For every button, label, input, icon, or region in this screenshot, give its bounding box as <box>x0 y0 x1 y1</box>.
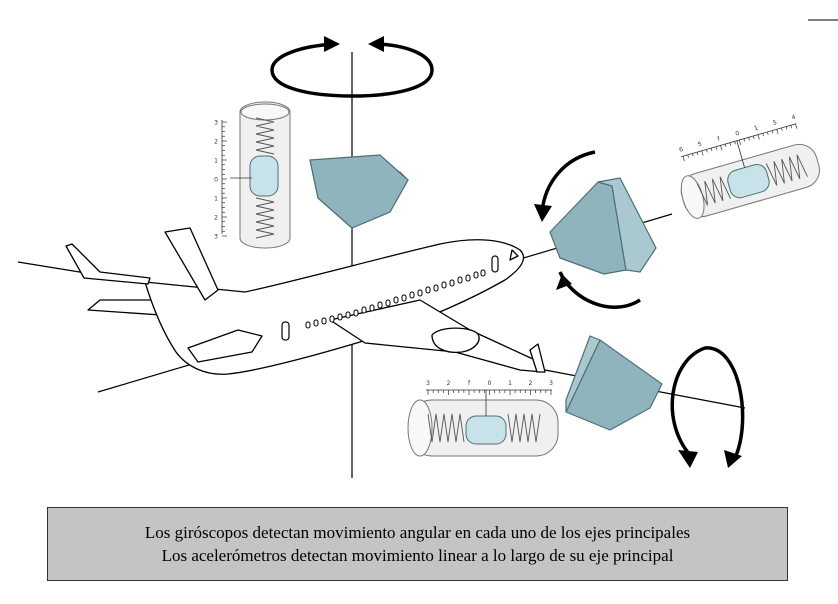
longitudinal-scale-tick <box>715 146 717 150</box>
yaw-arrowhead-left <box>324 36 340 52</box>
vertical-scale-label: 3 <box>214 120 218 127</box>
airplane-winglet <box>529 343 546 373</box>
longitudinal-scale-tick <box>743 138 746 142</box>
pitch-rotation-arc <box>670 346 745 459</box>
lateral-scale-label: 3 <box>549 380 553 387</box>
longitudinal-scale-tick <box>757 134 760 140</box>
roll-arrowhead-lower <box>556 274 572 290</box>
spring-lower <box>255 197 275 239</box>
longitudinal-scale-tick <box>710 147 713 152</box>
lateral-scale-label: 2 <box>447 380 451 387</box>
longitudinal-scale-tick <box>752 135 755 139</box>
longitudinal-scale-tick <box>682 156 685 162</box>
accelerometer-vertical: 3 2 1 0 1 2 3 <box>214 101 291 249</box>
longitudinal-scale-tick <box>692 153 694 157</box>
longitudinal-scale-tick <box>785 126 788 130</box>
longitudinal-scale-tick <box>696 152 699 156</box>
lateral-scale-label: 0 <box>488 380 492 387</box>
longitudinal-scale-tick <box>776 129 779 135</box>
longitudinal-scale-tick <box>706 149 708 153</box>
longitudinal-scale-tick <box>720 145 723 151</box>
longitudinal-scale-label: 4 <box>791 114 797 122</box>
longitudinal-scale-tick <box>790 125 792 129</box>
lateral-scale-label: 1 <box>508 380 512 387</box>
yaw-arrowhead-right <box>368 36 384 52</box>
airplane-windows <box>305 269 486 329</box>
longitudinal-scale-label: 5 <box>697 141 703 149</box>
vertical-scale-label: 0 <box>214 177 218 184</box>
lateral-scale-label: 2 <box>529 380 533 387</box>
airplane-cockpit-window <box>509 249 519 261</box>
longitudinal-scale-tick <box>738 139 741 145</box>
gyroscope-roll <box>549 177 657 275</box>
longitudinal-scale-tick <box>771 130 774 134</box>
airplane-tail-fin <box>164 227 219 301</box>
longitudinal-scale-tick <box>748 137 750 141</box>
airplane-right-stabilizer <box>187 329 263 363</box>
yaw-rotation-arrows <box>270 42 434 98</box>
longitudinal-scale-tick <box>781 127 783 131</box>
vertical-scale-label: 2 <box>214 139 218 146</box>
airplane-doors <box>281 255 499 341</box>
longitudinal-scale-label: 1 <box>753 124 759 132</box>
proof-mass-lateral <box>465 415 507 445</box>
longitudinal-scale-label: 6 <box>678 146 684 154</box>
roll-rotation-arc-upper <box>540 150 596 213</box>
lateral-scale-label: f <box>468 380 471 387</box>
longitudinal-scale-label: 5 <box>772 119 778 127</box>
roll-rotation-arc-lower <box>558 271 641 309</box>
longitudinal-scale-tick <box>724 143 727 148</box>
longitudinal-scale-tick <box>767 131 769 135</box>
longitudinal-scale-tick <box>687 154 689 158</box>
longitudinal-scale-tick <box>701 150 704 156</box>
vertical-scale-label: 3 <box>214 234 218 241</box>
pitch-arrowhead-right <box>724 450 742 468</box>
longitudinal-scale-label: f <box>717 135 722 143</box>
gyroscope-yaw <box>309 154 409 229</box>
caption-box: Los giróscopos detectan movimiento angul… <box>47 507 788 581</box>
accelerometer-lateral: 3 2 f 0 1 2 3 <box>407 380 559 457</box>
caption-line-2: Los acelerómetros detectan movimiento li… <box>161 546 674 565</box>
longitudinal-scale-label: 0 <box>735 130 741 138</box>
longitudinal-scale-tick <box>729 142 732 146</box>
caption-line-1: Los giróscopos detectan movimiento angul… <box>144 523 691 542</box>
accelerometer-longitudinal: 6 5 f 0 1 5 4 <box>678 114 820 219</box>
airplane-engine <box>431 327 480 354</box>
airplane-left-stabilizer <box>65 243 151 285</box>
spring-upper <box>255 117 275 155</box>
gyroscope-pitch <box>565 335 663 431</box>
longitudinal-scale-tick <box>762 133 764 137</box>
lateral-scale-label: 3 <box>426 380 430 387</box>
vertical-scale-label: 1 <box>214 196 218 203</box>
pitch-arrowhead-left <box>678 450 698 468</box>
longitudinal-scale-tick <box>795 123 798 129</box>
vertical-scale-label: 2 <box>214 215 218 222</box>
proof-mass-vertical <box>249 155 279 197</box>
vertical-scale-label: 1 <box>214 158 218 165</box>
longitudinal-scale-tick <box>734 141 736 145</box>
airplane <box>65 227 546 375</box>
roll-arrowhead-upper <box>534 204 552 222</box>
